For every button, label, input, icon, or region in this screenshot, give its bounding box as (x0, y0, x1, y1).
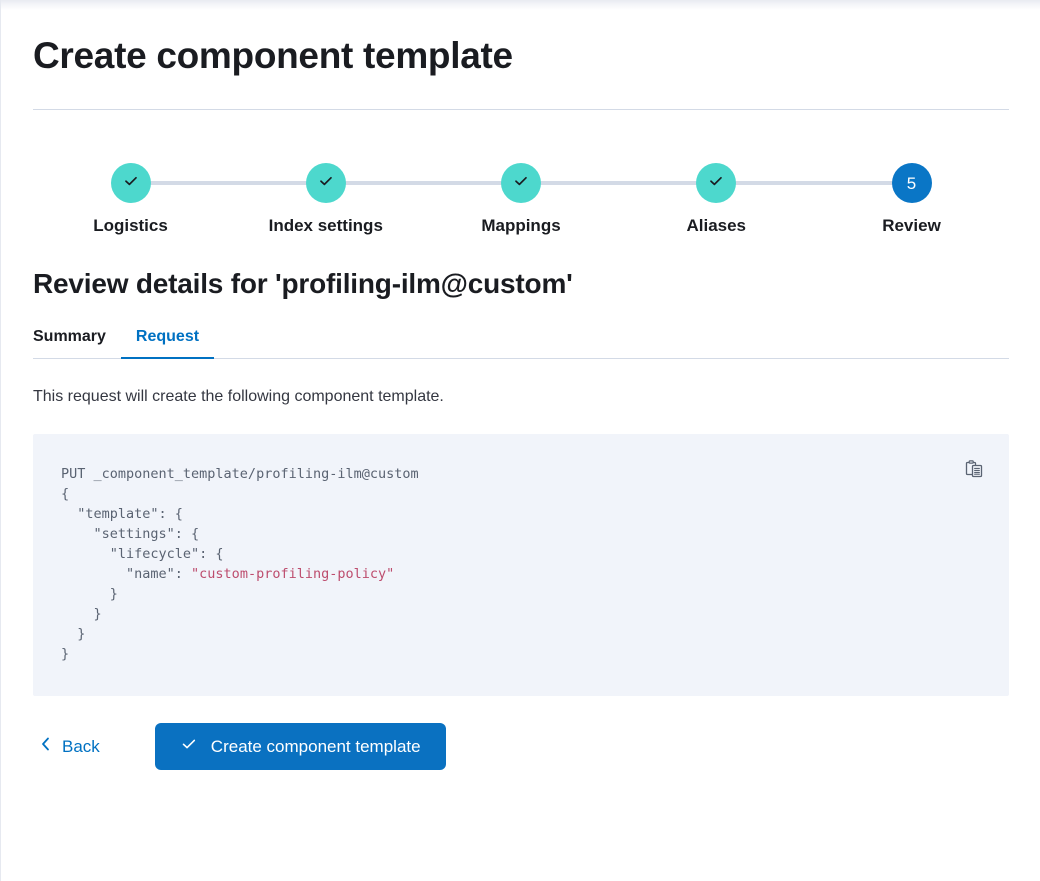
copy-icon[interactable] (961, 456, 987, 482)
request-description: This request will create the following c… (33, 388, 444, 405)
stepper-step-logistics[interactable]: Logistics (33, 163, 228, 236)
request-code-panel: PUT _component_template/profiling-ilm@cu… (33, 434, 1009, 696)
step-connector-4 (739, 181, 917, 185)
check-icon (122, 172, 140, 195)
window-top-shade (1, 0, 1040, 10)
stepper-label: Review (882, 216, 941, 235)
code-text: PUT _component_template/profiling-ilm@cu… (61, 466, 419, 582)
header-divider (33, 109, 1009, 110)
step-connector-2 (345, 181, 543, 185)
step-number: 5 (906, 173, 917, 193)
stepper-step-mappings[interactable]: Mappings (424, 163, 619, 236)
check-icon (180, 735, 198, 758)
back-button[interactable]: Back (33, 730, 108, 763)
stepper-step-review[interactable]: 5 Review (814, 163, 1009, 236)
step-bubble-complete (110, 163, 151, 203)
back-button-label: Back (62, 736, 100, 756)
step-bubble-complete (305, 163, 346, 203)
code-text-tail: } } } } (61, 586, 118, 662)
stepper-label: Aliases (686, 216, 747, 235)
request-code-block: PUT _component_template/profiling-ilm@cu… (33, 434, 1009, 664)
step-bubble-current: 5 (891, 163, 932, 203)
stepper-step-index-settings[interactable]: Index settings (228, 163, 423, 236)
page-title: Create component template (33, 35, 513, 76)
wizard-stepper: Logistics Index settings (33, 163, 1009, 243)
check-icon (512, 172, 530, 195)
check-icon (317, 172, 335, 195)
stepper-step-aliases[interactable]: Aliases (619, 163, 814, 236)
stepper-label: Index settings (268, 216, 383, 235)
wizard-footer: Back Create component template (33, 723, 1009, 770)
chevron-left-icon (39, 736, 53, 757)
review-tabs: Summary Request (33, 327, 1009, 359)
page-content: Create component template Logistics (33, 0, 1009, 770)
section-title: Review details for 'profiling-ilm@custom… (33, 268, 573, 299)
tab-request[interactable]: Request (120, 328, 215, 359)
create-button-label: Create component template (210, 736, 421, 756)
stepper-label: Logistics (93, 216, 168, 235)
create-component-template-button[interactable]: Create component template (154, 723, 446, 770)
step-bubble-complete (696, 163, 737, 203)
step-connector-1 (150, 181, 345, 185)
tab-summary[interactable]: Summary (33, 328, 106, 345)
check-icon (707, 172, 725, 195)
step-connector-3 (543, 181, 739, 185)
stepper-steps: Logistics Index settings (33, 163, 1009, 236)
step-bubble-complete (501, 163, 541, 203)
stepper-label: Mappings (481, 216, 561, 235)
code-string-value: "custom-profiling-policy" (191, 566, 395, 582)
